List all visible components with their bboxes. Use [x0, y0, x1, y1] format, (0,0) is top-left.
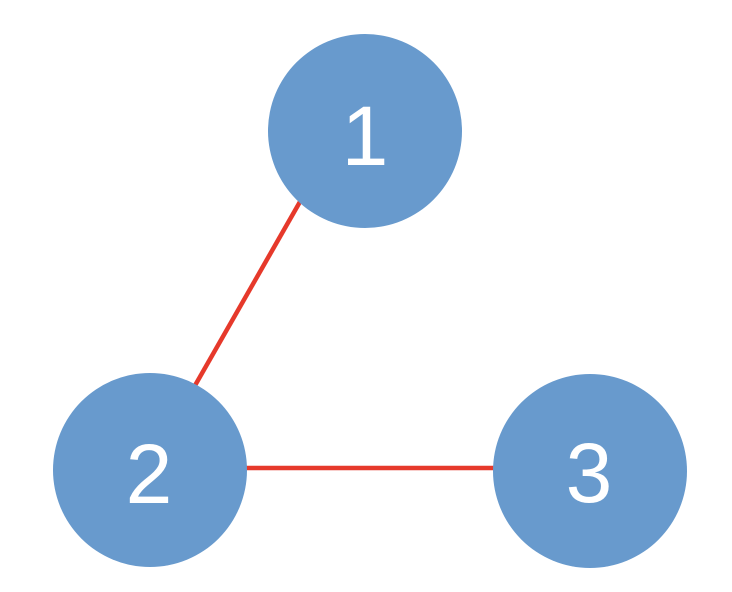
node-3-label: 3 — [566, 426, 613, 520]
edge-node1-node2 — [183, 191, 307, 405]
node-1-circle — [268, 34, 462, 228]
node-3-circle — [493, 374, 687, 568]
node-2-label: 2 — [126, 427, 173, 521]
node-2-circle — [53, 373, 247, 567]
node-1-label: 1 — [342, 89, 389, 183]
